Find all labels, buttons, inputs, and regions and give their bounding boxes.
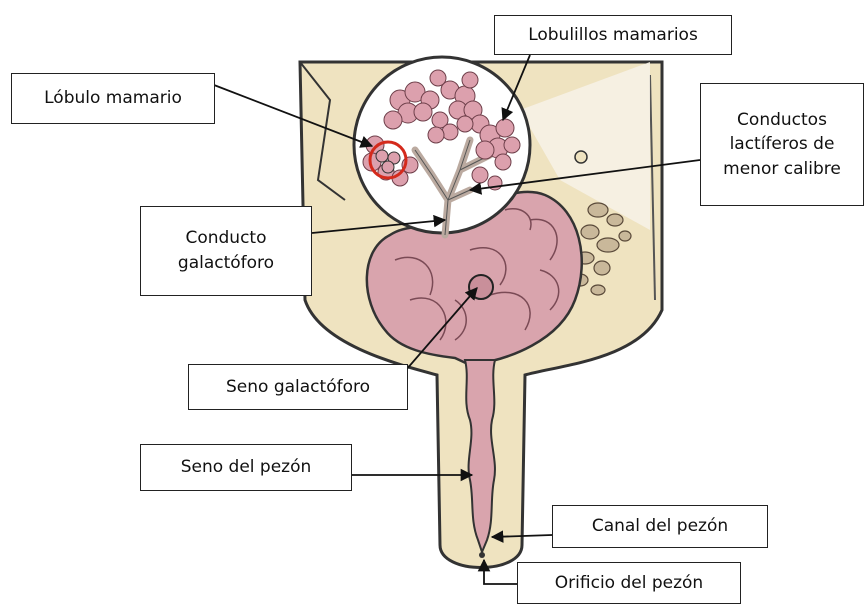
small-bubble: [575, 151, 587, 163]
label-conducto-galactoforo: Conducto galactóforo: [140, 206, 312, 296]
label-orificio-pezon: Orificio del pezón: [517, 562, 741, 604]
label-canal-pezon: Canal del pezón: [552, 505, 768, 548]
label-lobulo-mamario: Lóbulo mamario: [11, 73, 215, 124]
label-seno-pezon: Seno del pezón: [140, 444, 352, 491]
label-seno-galactoforo: Seno galactóforo: [188, 364, 408, 410]
label-lobulillos-mamarios: Lobulillos mamarios: [494, 15, 732, 55]
magnified-lobule-inset: [354, 57, 530, 235]
label-conductos-lactiferos: Conductos lactíferos de menor calibre: [700, 83, 864, 206]
teat-orifice: [479, 552, 485, 558]
sinus-marker: [469, 275, 493, 299]
